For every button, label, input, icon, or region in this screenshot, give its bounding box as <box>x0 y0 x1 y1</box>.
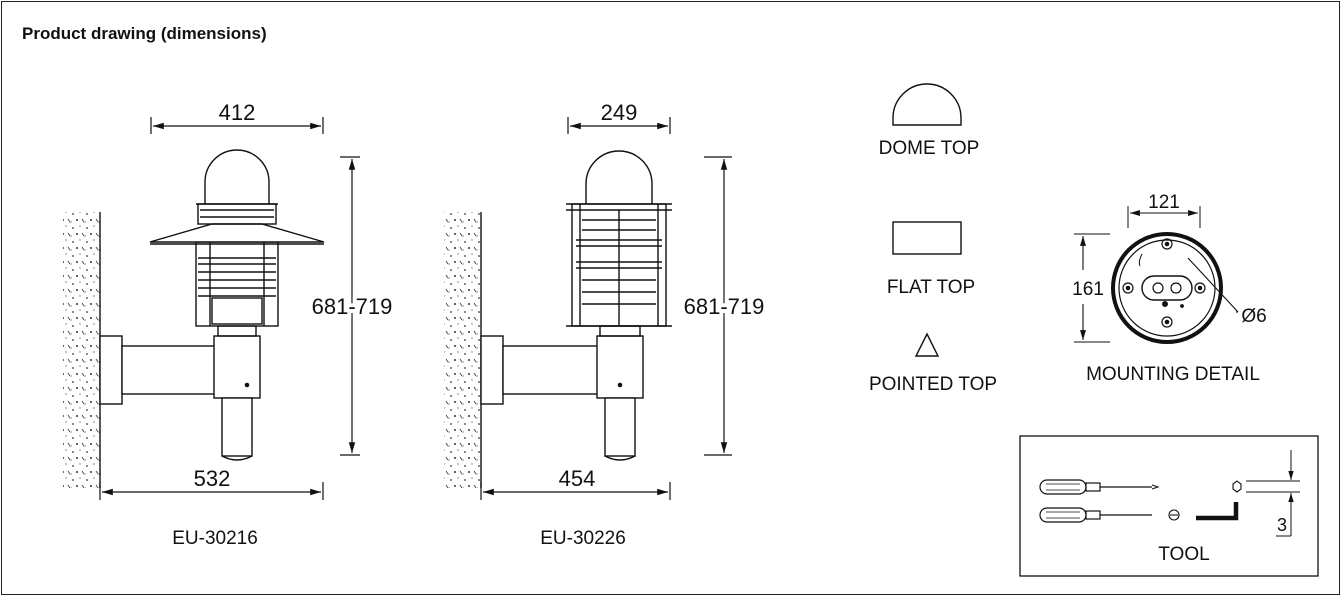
tool-dimension-label: 3 <box>1277 515 1287 535</box>
flat-top-icon <box>892 221 962 255</box>
mounting-detail-label: MOUNTING DETAIL <box>1086 364 1260 385</box>
hex-icon <box>1232 480 1242 493</box>
tool-box <box>1019 435 1319 577</box>
pointed-top-icon <box>914 332 940 357</box>
lamp1-height-label: 681-719 <box>312 294 393 319</box>
lamp-eu-30216-dimensions <box>99 117 360 500</box>
lamp1-model-label: EU-30216 <box>172 528 258 549</box>
lamp-eu-30226 <box>444 150 672 488</box>
dome-top-icon <box>892 83 962 126</box>
screwdriver-icon <box>1039 479 1087 495</box>
pointed-top-label: POINTED TOP <box>869 374 997 395</box>
top-options <box>892 83 962 357</box>
lamp2-height-label: 681-719 <box>684 294 765 319</box>
mounting-width-label: 121 <box>1148 192 1180 213</box>
flat-top-label: FLAT TOP <box>887 277 975 298</box>
slot-head-icon <box>1168 509 1180 521</box>
screwdriver-icon <box>1039 507 1087 523</box>
dome-top-label: DOME TOP <box>879 138 980 159</box>
lamp-eu-30226-dimensions <box>480 117 732 500</box>
lamp2-depth-label: 454 <box>559 466 596 491</box>
tool-label: TOOL <box>1158 544 1209 565</box>
allen-key-icon <box>1196 502 1239 521</box>
lamp2-width-label: 249 <box>601 100 638 125</box>
wall-hatch <box>444 212 481 488</box>
mounting-detail <box>1074 206 1239 344</box>
page-title: Product drawing (dimensions) <box>22 24 267 43</box>
lamp1-width-label: 412 <box>219 100 256 125</box>
lamp1-depth-label: 532 <box>194 466 231 491</box>
wall-hatch <box>63 212 100 488</box>
lamp-eu-30216 <box>63 149 325 488</box>
mounting-height-label: 161 <box>1072 279 1104 300</box>
lamp2-model-label: EU-30226 <box>540 528 626 549</box>
mounting-hole-label: Ø6 <box>1241 306 1266 327</box>
